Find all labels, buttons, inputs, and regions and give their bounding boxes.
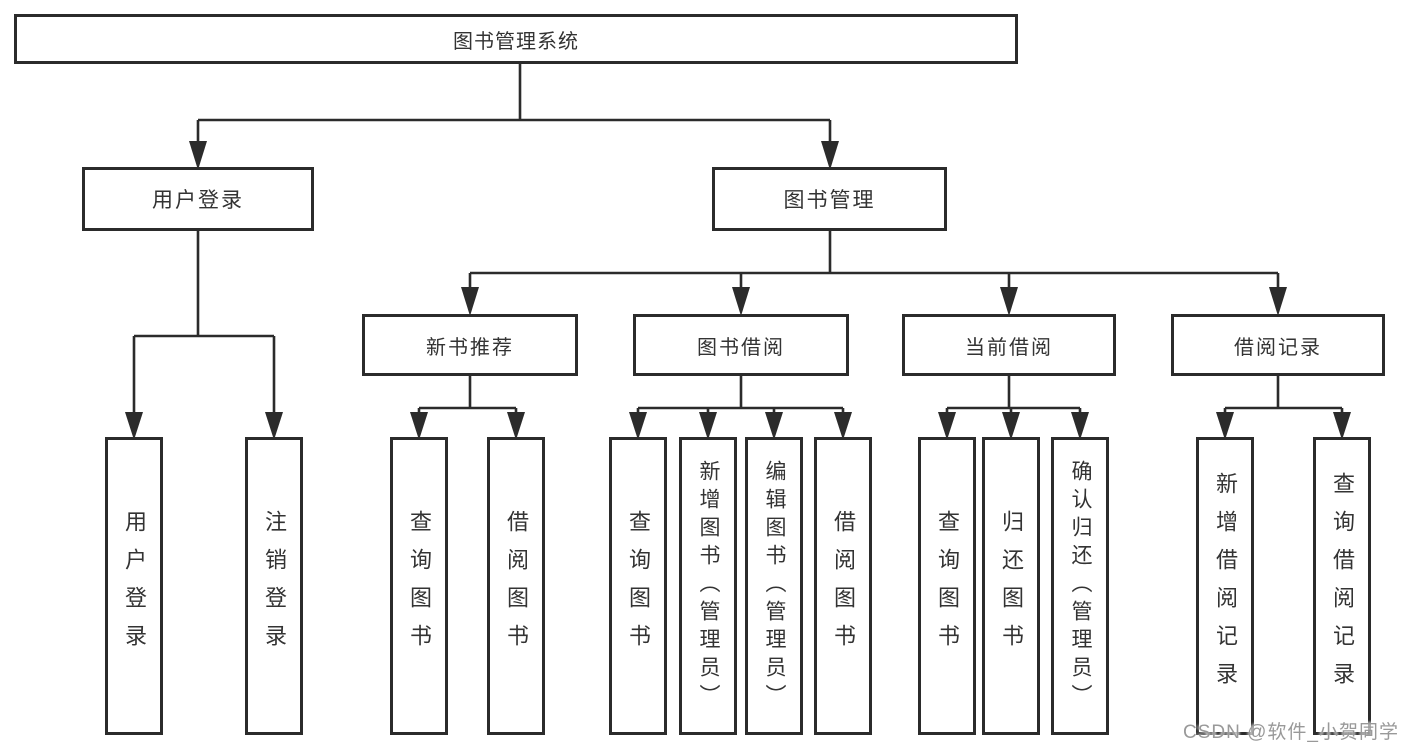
leaf-borrow-books: 借阅图书 [814,437,872,735]
node-user-login: 用户登录 [82,167,314,231]
node-book-borrowing-label: 图书借阅 [697,336,785,359]
leaf-edit-books-admin: 编辑图书（管理员） [745,437,803,735]
node-book-management: 图书管理 [712,167,947,231]
leaf-return-books-label: 归还图书 [999,510,1024,662]
leaf-query-books-current: 查询图书 [918,437,976,735]
leaf-query-books-current-label: 查询图书 [935,510,960,662]
leaf-confirm-return-admin-label: 确认归还（管理员） [1069,460,1092,712]
leaf-borrow-books-label: 借阅图书 [831,510,856,662]
node-new-book-recommend: 新书推荐 [362,314,578,376]
leaf-borrow-books-recommend-label: 借阅图书 [504,510,529,662]
node-user-login-label: 用户登录 [152,189,244,212]
leaf-query-books-borrowing-label: 查询图书 [626,510,651,662]
leaf-query-books-borrowing: 查询图书 [609,437,667,735]
leaf-logout: 注销登录 [245,437,303,735]
node-borrowing-records: 借阅记录 [1171,314,1385,376]
leaf-query-borrow-record: 查询借阅记录 [1313,437,1371,735]
node-library-system-label: 图书管理系统 [453,30,579,53]
leaf-logout-label: 注销登录 [262,510,287,662]
leaf-user-login: 用户登录 [105,437,163,735]
leaf-add-books-admin-label: 新增图书（管理员） [697,460,720,712]
leaf-query-books-recommend: 查询图书 [390,437,448,735]
leaf-edit-books-admin-label: 编辑图书（管理员） [763,460,786,712]
leaf-borrow-books-recommend: 借阅图书 [487,437,545,735]
leaf-user-login-label: 用户登录 [122,510,147,662]
node-book-borrowing: 图书借阅 [633,314,849,376]
node-borrowing-records-label: 借阅记录 [1234,336,1322,359]
leaf-return-books: 归还图书 [982,437,1040,735]
node-new-book-recommend-label: 新书推荐 [426,336,514,359]
node-current-borrowing: 当前借阅 [902,314,1116,376]
leaf-confirm-return-admin: 确认归还（管理员） [1051,437,1109,735]
node-library-system: 图书管理系统 [14,14,1018,64]
node-current-borrowing-label: 当前借阅 [965,336,1053,359]
leaf-add-borrow-record-label: 新增借阅记录 [1213,472,1238,700]
node-book-management-label: 图书管理 [783,189,876,212]
csdn-watermark: CSDN @软件_小贺同学 [1183,722,1399,743]
leaf-add-books-admin: 新增图书（管理员） [679,437,737,735]
leaf-add-borrow-record: 新增借阅记录 [1196,437,1254,735]
leaf-query-books-recommend-label: 查询图书 [407,510,432,662]
leaf-query-borrow-record-label: 查询借阅记录 [1330,472,1355,700]
